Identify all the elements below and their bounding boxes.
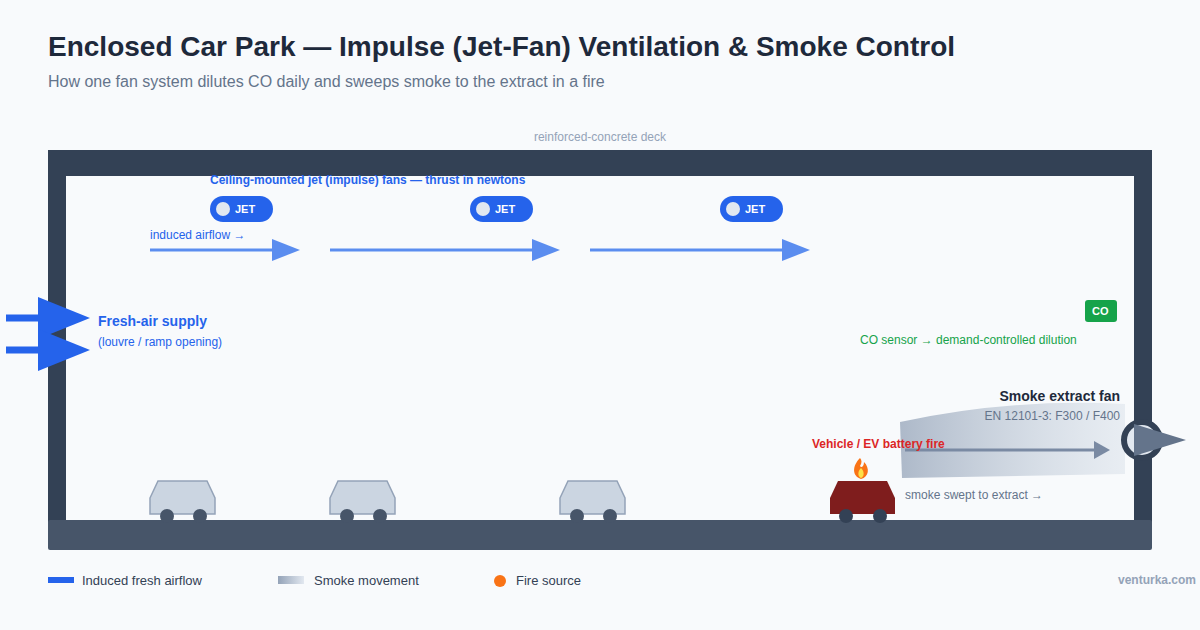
right-wall bbox=[1134, 150, 1152, 522]
node-text: CO bbox=[1092, 300, 1109, 322]
extract-fan-label: Smoke extract fan bbox=[999, 388, 1120, 405]
co-sensor-badge: CO bbox=[1085, 300, 1117, 322]
legend-label: Smoke movement bbox=[314, 573, 419, 589]
smoke-note: smoke swept to extract → bbox=[905, 488, 1043, 502]
floor-slab bbox=[48, 520, 1152, 550]
fan-rating: EN 12101-3: F300 / F400 bbox=[985, 409, 1120, 423]
car-wheels bbox=[160, 509, 617, 523]
node-text: JET bbox=[235, 196, 255, 222]
jet-fan: JET bbox=[210, 196, 273, 222]
node-text: JET bbox=[745, 196, 765, 222]
parked-cars bbox=[150, 481, 625, 514]
deck-slab bbox=[48, 150, 1152, 176]
structure-label: reinforced-concrete deck bbox=[534, 130, 666, 144]
jet-fan: JET bbox=[720, 196, 783, 222]
fan-hub bbox=[476, 202, 490, 216]
supply-label: Fresh-air supply bbox=[98, 313, 207, 330]
smoke-arrowhead bbox=[1094, 441, 1110, 459]
legend-label: Fire source bbox=[516, 573, 581, 589]
node-text: JET bbox=[495, 196, 515, 222]
fan-heading: Ceiling-mounted jet (impulse) fans — thr… bbox=[210, 173, 525, 187]
induced-airflow-arrows bbox=[150, 239, 810, 261]
airflow-label: induced airflow → bbox=[150, 228, 245, 242]
legend-smoke-swatch bbox=[278, 576, 304, 584]
legend-label: Induced fresh airflow bbox=[82, 573, 202, 589]
sensor-note: CO sensor → demand-controlled dilution bbox=[860, 333, 1077, 347]
fan-hub bbox=[216, 202, 230, 216]
supply-note: (louvre / ramp opening) bbox=[98, 335, 222, 349]
page-title: Enclosed Car Park — Impulse (Jet-Fan) Ve… bbox=[48, 30, 955, 64]
extract-fan bbox=[1124, 422, 1186, 458]
legend-swatch bbox=[48, 577, 74, 583]
jet-fan: JET bbox=[470, 196, 533, 222]
fan-hub bbox=[726, 202, 740, 216]
supply-arrows bbox=[6, 297, 90, 371]
fire-label: Vehicle / EV battery fire bbox=[812, 437, 945, 451]
watermark: venturka.com bbox=[1118, 573, 1196, 587]
burning-car bbox=[830, 458, 895, 523]
legend-swatch bbox=[494, 575, 506, 587]
page-subtitle: How one fan system dilutes CO daily and … bbox=[48, 72, 605, 91]
